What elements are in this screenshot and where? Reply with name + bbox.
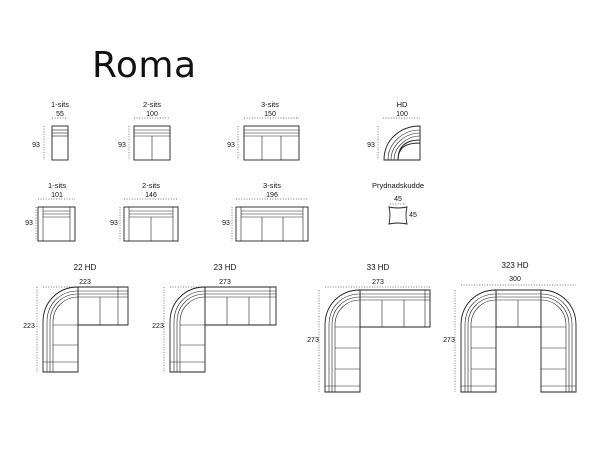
corner-sofa-23-hd: 23 HD 273 223	[152, 263, 277, 373]
module-3-sits-196: 3-sits 196 93	[222, 181, 309, 242]
module-hd-corner: HD 100 93	[367, 100, 421, 161]
width-dim: 196	[266, 192, 278, 199]
corner-sofa-22-hd: 22 HD 223 223	[23, 263, 129, 373]
height-dim: 223	[152, 323, 164, 330]
sofa-label: 23 HD	[214, 263, 237, 272]
width-dim: 223	[79, 279, 91, 286]
page-title: Roma	[92, 45, 197, 86]
width-dim: 100	[146, 111, 158, 118]
height-dim: 93	[118, 142, 126, 149]
height-dim: 223	[23, 323, 35, 330]
width-dim: 101	[51, 192, 63, 199]
module-1-sits-55: 1-sits 55 93	[32, 100, 69, 161]
module-3-sits-150: 3-sits 150 93	[227, 100, 300, 161]
module-label: Prydnadskudde	[372, 181, 424, 190]
height-dim: 45	[409, 212, 417, 219]
module-label: 3-sits	[263, 181, 281, 190]
height-dim: 93	[222, 220, 230, 227]
sofa-label: 323 HD	[501, 261, 528, 270]
width-dim: 300	[509, 276, 521, 283]
module-label: 2-sits	[143, 100, 161, 109]
sofa-label: 33 HD	[367, 263, 390, 272]
module-label: HD	[397, 100, 408, 109]
width-dim: 45	[394, 196, 402, 203]
width-dim: 150	[264, 111, 276, 118]
sofa-label: 22 HD	[74, 263, 97, 272]
height-dim: 93	[227, 142, 235, 149]
corner-sofa-33-hd: 33 HD 273 273	[307, 263, 431, 393]
module-label: 2-sits	[142, 181, 160, 190]
module-label: 3-sits	[261, 100, 279, 109]
module-1-sits-101: 1-sits 101 93	[25, 181, 76, 242]
module-2-sits-146: 2-sits 146 93	[110, 181, 179, 242]
width-dim: 55	[56, 111, 64, 118]
corner-sofa-323-hd: 323 HD 300 273	[443, 261, 577, 393]
height-dim: 93	[110, 220, 118, 227]
height-dim: 93	[367, 142, 375, 149]
width-dim: 273	[219, 279, 231, 286]
module-pillow: Prydnadskudde 45 45	[372, 181, 424, 225]
width-dim: 100	[396, 111, 408, 118]
module-2-sits-100: 2-sits 100 93	[118, 100, 171, 161]
module-label: 1-sits	[48, 181, 66, 190]
height-dim: 273	[307, 337, 319, 344]
module-label: 1-sits	[51, 100, 69, 109]
width-dim: 273	[372, 279, 384, 286]
height-dim: 273	[443, 337, 455, 344]
width-dim: 146	[145, 192, 157, 199]
height-dim: 93	[25, 220, 33, 227]
height-dim: 93	[32, 142, 40, 149]
